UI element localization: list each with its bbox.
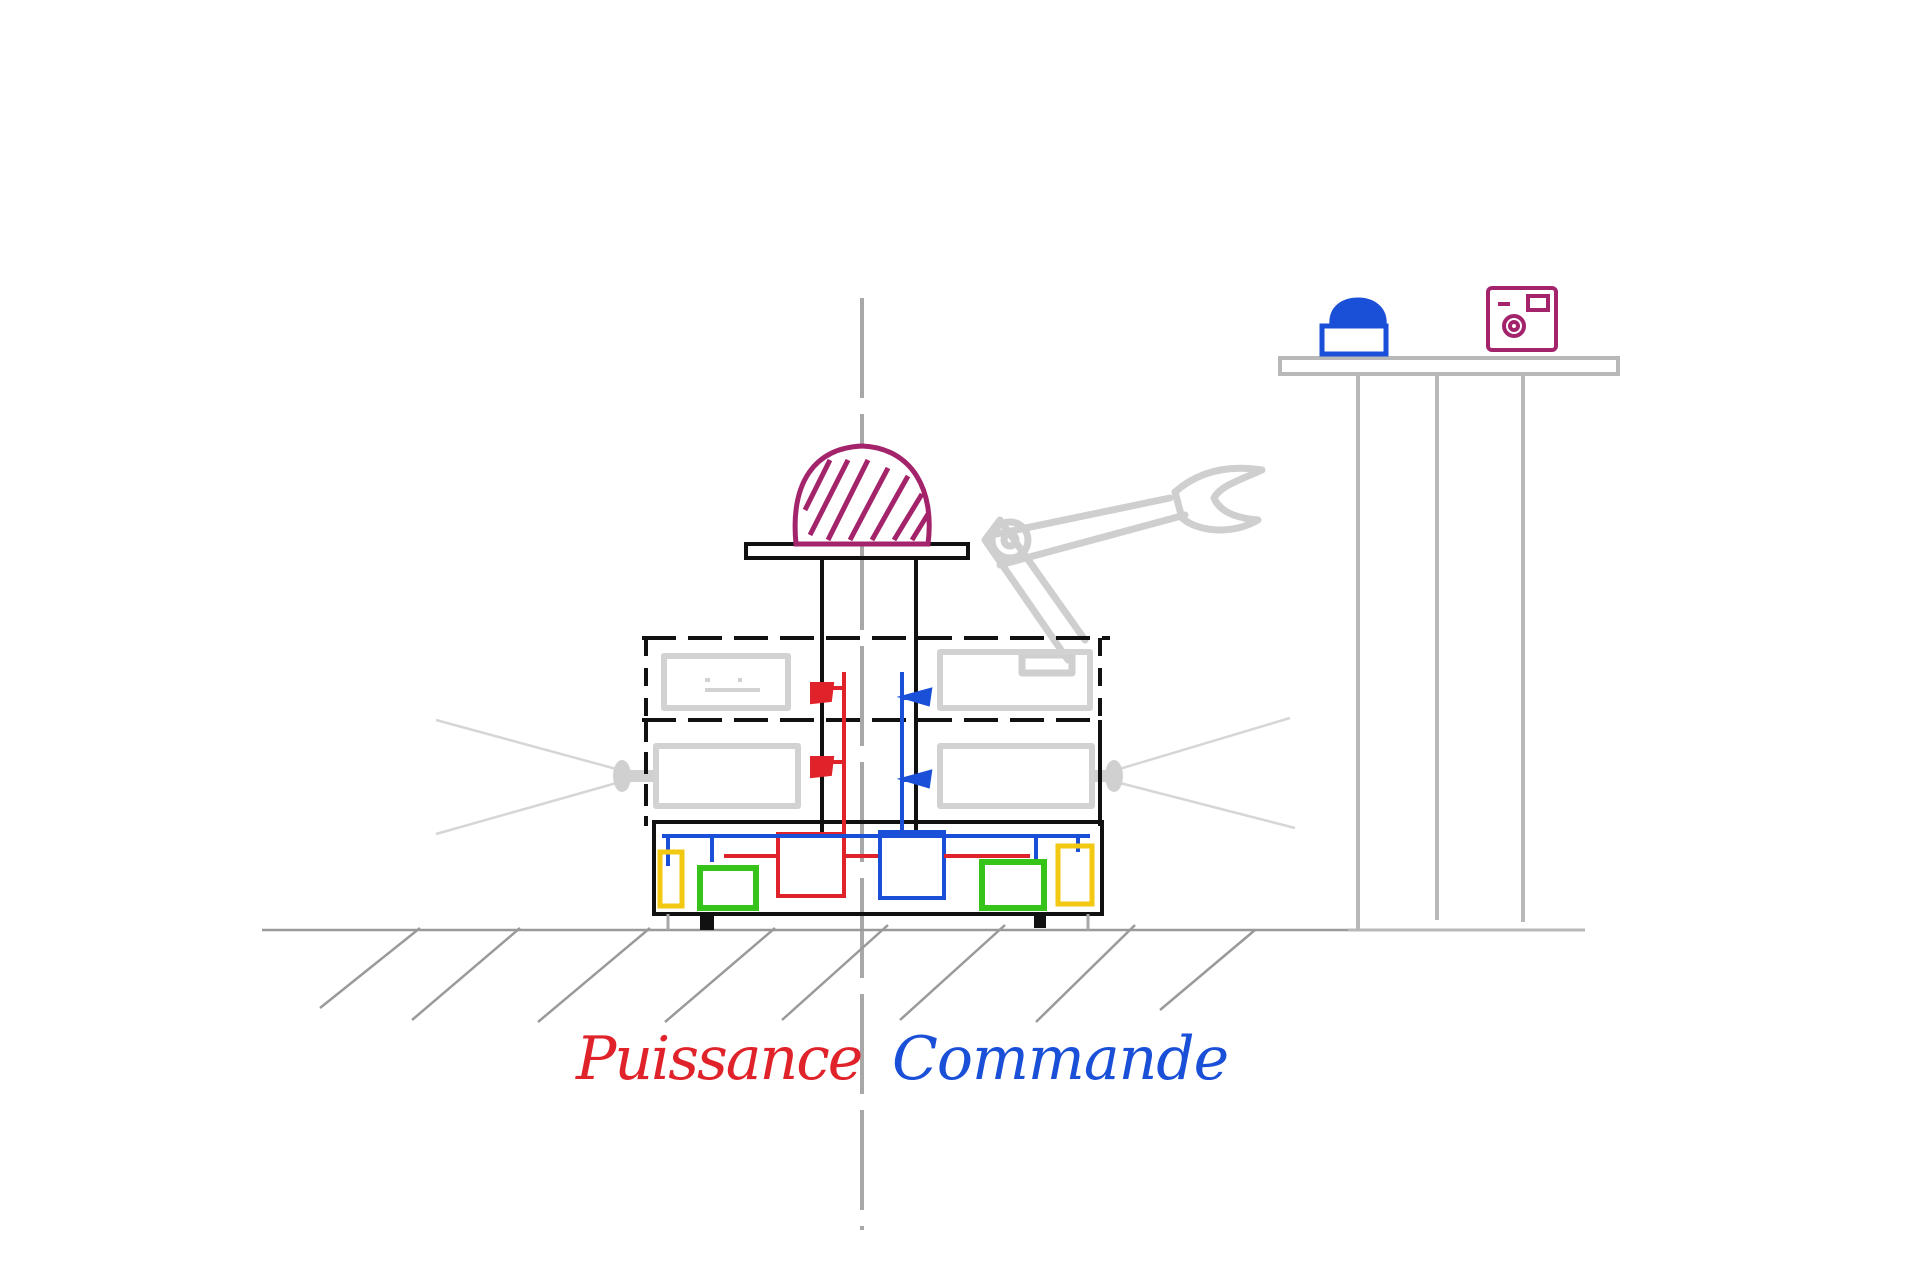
blue-button-object bbox=[1319, 297, 1389, 357]
power-label: Puissance bbox=[576, 1024, 863, 1094]
control-wiring bbox=[662, 672, 1090, 900]
ghost-box-markings bbox=[705, 678, 760, 692]
magenta-box-object bbox=[1486, 286, 1558, 352]
robot-arm bbox=[981, 464, 1266, 677]
upper-frame-ghost-boxes bbox=[653, 649, 1095, 809]
driver-boards bbox=[697, 859, 1047, 911]
dome-light bbox=[792, 443, 932, 547]
batteries bbox=[657, 843, 1095, 909]
ground bbox=[262, 924, 1578, 1023]
power-wiring bbox=[724, 672, 880, 898]
sensor-rays bbox=[435, 716, 1296, 836]
table bbox=[1278, 356, 1620, 932]
wheels bbox=[700, 914, 1046, 930]
sensor-right bbox=[1092, 760, 1123, 792]
wheel-casters bbox=[666, 914, 1090, 930]
control-label: Commande bbox=[892, 1024, 1229, 1094]
